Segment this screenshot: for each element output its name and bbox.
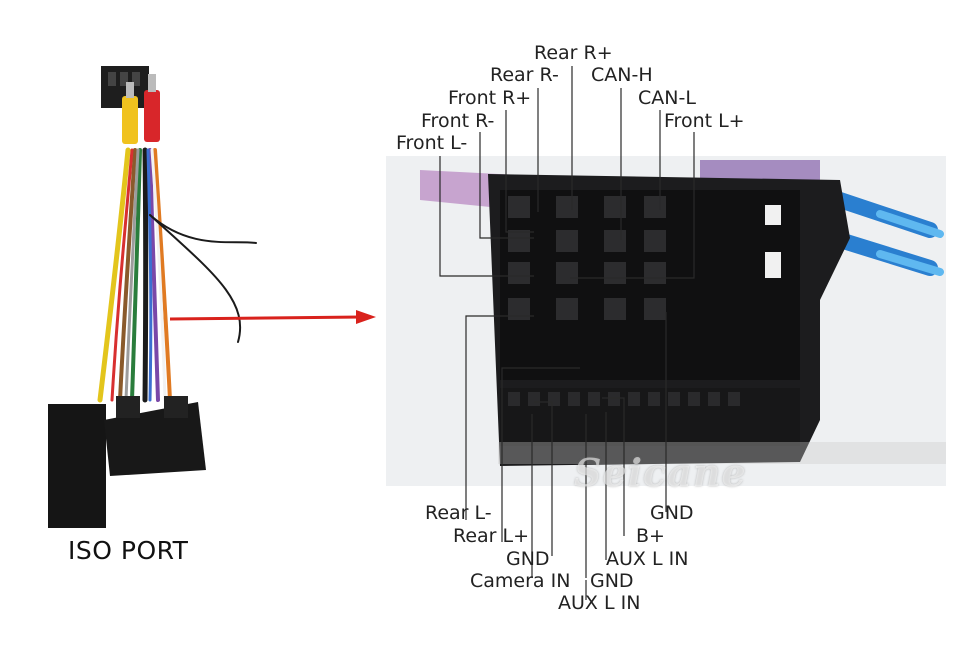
rca-red-plug — [144, 90, 160, 142]
label-gnd-mid: GND — [590, 570, 634, 592]
label-rear-l-plus: Rear L+ — [453, 525, 530, 547]
label-rear-r-minus: Rear R- — [490, 64, 559, 86]
blue-probes — [832, 192, 944, 276]
label-front-r-plus: Front R+ — [448, 87, 532, 109]
label-can-h: CAN-H — [591, 64, 653, 86]
label-front-r-minus: Front R- — [421, 110, 495, 132]
harness-iso-plug — [104, 402, 206, 476]
watermark-text: Seicane — [574, 450, 747, 495]
harness-module-box — [48, 404, 106, 528]
label-b-plus: B+ — [636, 525, 665, 547]
connector-photo — [386, 156, 946, 486]
label-front-l-plus: Front L+ — [664, 110, 745, 132]
rca-yellow-plug — [122, 96, 138, 144]
label-aux-l-in-top: AUX L IN — [606, 548, 689, 570]
label-rear-l-minus: Rear L- — [425, 502, 492, 524]
label-aux-l-in-bottom: AUX L IN — [558, 592, 641, 614]
leader-lines — [439, 66, 695, 600]
iso-port-caption: ISO PORT — [68, 536, 189, 565]
label-front-l-minus: Front L- — [396, 132, 468, 154]
pointer-arrow — [169, 310, 376, 324]
label-gnd-right: GND — [650, 502, 694, 524]
label-camera-in: Camera IN — [470, 570, 571, 592]
label-rear-r-plus: Rear R+ — [534, 42, 613, 64]
harness-illustration — [48, 66, 257, 528]
label-gnd-left: GND — [506, 548, 550, 570]
label-can-l: CAN-L — [638, 87, 696, 109]
